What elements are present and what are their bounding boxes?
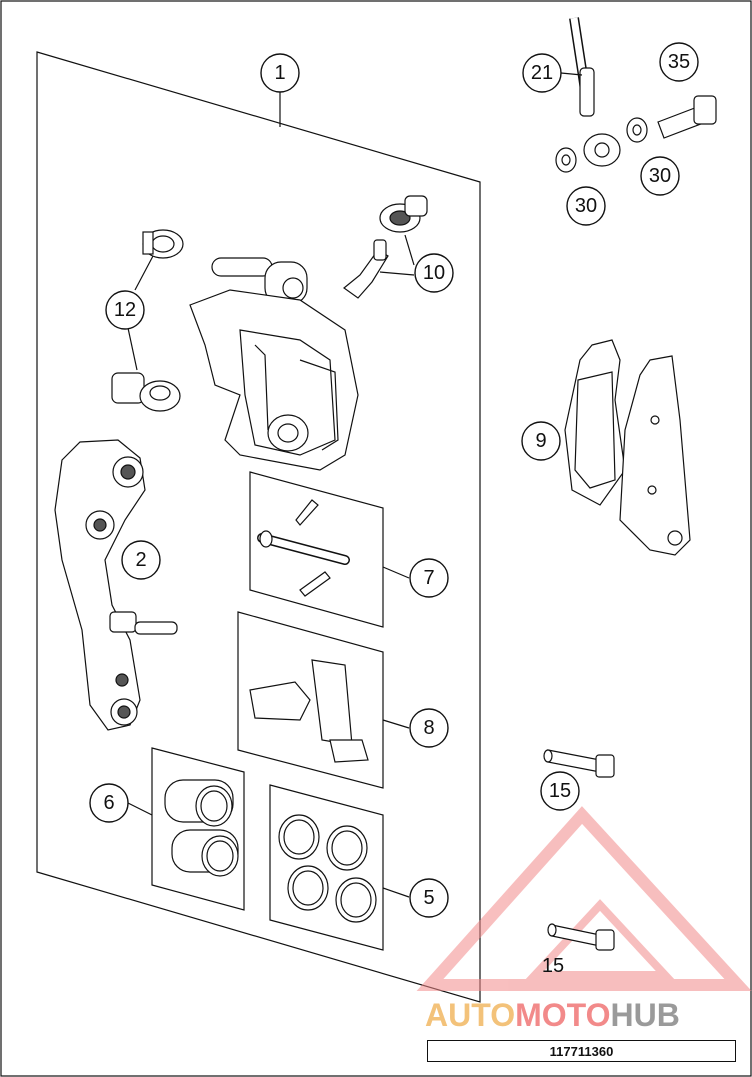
callout-10: 10: [414, 253, 454, 293]
part-caliper-support: [54, 439, 178, 731]
svg-text:7: 7: [423, 567, 434, 589]
svg-text:12: 12: [114, 299, 136, 321]
watermark-auto: AUTO: [425, 997, 515, 1033]
callout-12: 12: [105, 290, 145, 330]
watermark-hub: HUB: [610, 997, 679, 1033]
callout-35: 35: [659, 42, 699, 82]
callout-15-lower: 15: [542, 955, 564, 977]
svg-text:1: 1: [274, 62, 285, 84]
callout-15-upper: 15: [540, 771, 580, 811]
svg-text:35: 35: [668, 51, 690, 73]
part-pin-clips: [257, 499, 350, 597]
callout-9: 9: [521, 421, 561, 461]
callout-7: 7: [409, 558, 449, 598]
svg-text:15: 15: [542, 955, 564, 977]
callout-30-right: 30: [640, 156, 680, 196]
part-brake-pads: [564, 339, 691, 556]
svg-text:30: 30: [575, 195, 597, 217]
svg-text:9: 9: [535, 430, 546, 452]
callout-5: 5: [409, 878, 449, 918]
kit-box-6: [151, 747, 245, 911]
part-caliper-bolt-upper: [543, 749, 615, 778]
svg-text:15: 15: [549, 780, 571, 802]
caliper-body: [189, 257, 359, 471]
part-caliper-bolt-lower: [547, 923, 615, 951]
kit-box-7: [249, 471, 384, 628]
reference-number: 117711360: [427, 1040, 736, 1062]
watermark-wordmark: AUTOMOTOHUB: [425, 997, 680, 1033]
kit-box-8: [237, 611, 384, 789]
caliper-assembly-outline: [36, 51, 481, 1003]
watermark-logo: [416, 806, 752, 991]
svg-text:10: 10: [423, 262, 445, 284]
svg-text:5: 5: [423, 887, 434, 909]
part-bleed-bolt: [111, 229, 184, 412]
svg-text:6: 6: [103, 792, 114, 814]
callout-2: 2: [121, 540, 161, 580]
watermark-moto: MOTO: [515, 997, 610, 1033]
part-banjo-bolt: [657, 95, 717, 139]
part-brake-line: [569, 17, 621, 167]
kit-box-5: [269, 784, 384, 951]
callout-21: 21: [522, 53, 562, 93]
svg-text:8: 8: [423, 717, 434, 739]
part-seals: [278, 814, 377, 923]
callout-8: 8: [409, 708, 449, 748]
svg-text:21: 21: [531, 62, 553, 84]
callout-6: 6: [89, 783, 129, 823]
part-bleed-valve: [343, 195, 428, 299]
part-spring-plate: [249, 659, 369, 763]
part-washers: [555, 117, 648, 173]
svg-text:30: 30: [649, 165, 671, 187]
part-pistons: [164, 779, 239, 877]
callout-30-left: 30: [566, 186, 606, 226]
callout-1: 1: [260, 53, 300, 93]
svg-text:2: 2: [135, 549, 146, 571]
